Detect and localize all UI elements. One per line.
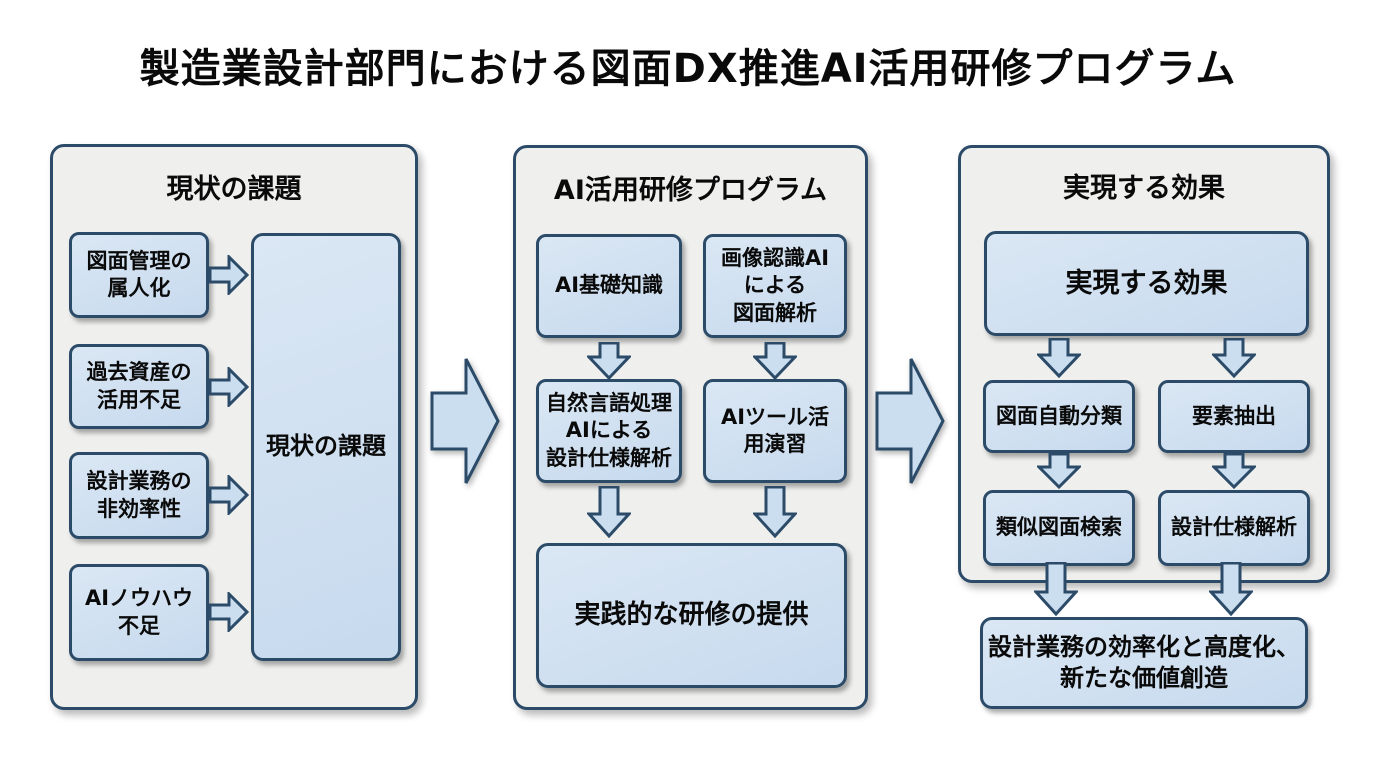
arrow-down-icon [753, 486, 797, 538]
panel-current-issues-title: 現状の課題 [166, 174, 302, 205]
panel-current-issues: 現状の課題 図面管理の 属人化 過去資産の 活用不足 設計業務の 非効率性 AI… [50, 144, 418, 710]
program-box-nlp: 自然言語処理 AIによる 設計仕様解析 [536, 379, 682, 483]
issue-box-ai-knowhow: AIノウハウ 不足 [69, 564, 209, 661]
arrow-down-icon [1212, 338, 1256, 378]
issue-box-drawing-management: 図面管理の 属人化 [69, 232, 209, 318]
effect-box-element-extraction: 要素抽出 [1158, 380, 1310, 453]
page-title: 製造業設計部門における図面DX推進AI活用研修プログラム [139, 46, 1237, 92]
arrow-right-icon [209, 255, 249, 295]
arrow-right-large-icon [430, 355, 500, 487]
arrow-down-icon [1037, 338, 1081, 378]
arrow-down-icon [753, 342, 797, 380]
effect-box-similar-drawing-search: 類似図面検索 [983, 490, 1135, 566]
panel-effects-title: 実現する効果 [1063, 173, 1225, 204]
program-box-image-recognition: 画像認識AI による 図面解析 [703, 234, 847, 338]
program-box-ai-basics: AI基礎知識 [536, 234, 682, 338]
program-outcome-box: 実践的な研修の提供 [536, 543, 847, 688]
panel-effects: 実現する効果 実現する効果 図面自動分類 要素抽出 類似図面検索 設計仕様解析 [958, 145, 1330, 583]
effect-box-auto-classification: 図面自動分類 [983, 380, 1135, 453]
arrow-down-icon [587, 342, 631, 380]
arrow-right-icon [209, 592, 249, 632]
arrow-right-large-icon [875, 355, 945, 487]
arrow-right-icon [209, 367, 249, 407]
issue-box-design-inefficiency: 設計業務の 非効率性 [69, 452, 209, 539]
final-result-box: 設計業務の効率化と高度化、 新たな価値創造 [980, 617, 1308, 709]
issue-box-past-assets: 過去資産の 活用不足 [69, 344, 209, 429]
arrow-down-icon [1212, 453, 1256, 489]
arrow-down-icon [1209, 562, 1253, 616]
issues-summary-box: 現状の課題 [251, 233, 401, 661]
arrow-right-icon [209, 475, 249, 515]
arrow-down-icon [1034, 562, 1078, 616]
arrow-down-icon [587, 486, 631, 538]
effects-header-box: 実現する効果 [984, 231, 1309, 336]
program-box-ai-tools: AIツール活 用演習 [703, 379, 847, 483]
arrow-down-icon [1037, 453, 1081, 489]
effect-box-spec-analysis: 設計仕様解析 [1158, 490, 1310, 566]
panel-training-program-title: AI活用研修プログラム [553, 175, 828, 206]
panel-training-program: AI活用研修プログラム AI基礎知識 画像認識AI による 図面解析 自然言語処… [513, 145, 868, 710]
